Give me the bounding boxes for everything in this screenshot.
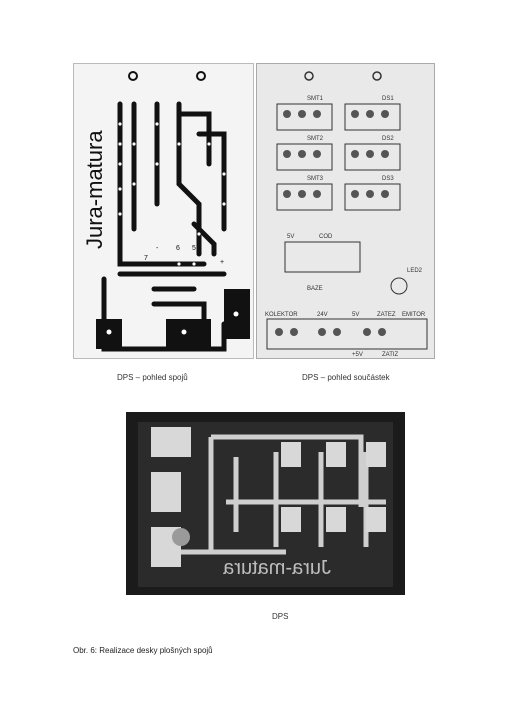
component-view-caption: DPS – pohled součástek <box>302 373 390 382</box>
pin-label: 5 <box>192 245 196 252</box>
component-label: ZATEZ <box>377 312 396 318</box>
component-label: DS3 <box>382 176 394 182</box>
pin-label: 6 <box>176 245 180 252</box>
pin-label: - <box>156 245 159 252</box>
component-label: SMT3 <box>307 176 324 182</box>
component-label: COD <box>319 234 333 240</box>
pcb-trace-view: Jura-matura - 6 <box>73 63 254 359</box>
trace-view-caption: DPS – pohled spojů <box>117 373 188 382</box>
board-text: Jura-matura <box>82 130 107 249</box>
component-label: KOLEKTOR <box>265 312 298 318</box>
component-drawing: SMT1 DS1 SMT2 DS2 SMT3 DS3 5V COD BAZE L… <box>265 71 428 358</box>
board-photo: Jura-matura <box>126 412 405 595</box>
component-label: EMITOR <box>402 312 426 318</box>
component-label: DS1 <box>382 96 394 102</box>
component-label: +5V <box>352 352 363 358</box>
component-label: DS2 <box>382 136 394 142</box>
trace-drawing: Jura-matura - 6 <box>82 71 250 352</box>
pin-label: + <box>220 259 224 266</box>
pcb-component-view: SMT1 DS1 SMT2 DS2 SMT3 DS3 5V COD BAZE L… <box>256 63 435 359</box>
component-label: SMT2 <box>307 136 324 142</box>
photo-caption: DPS <box>272 612 289 621</box>
component-label: 5V <box>287 234 294 240</box>
component-label: 5V <box>352 312 359 318</box>
component-label: ZATIZ <box>382 352 399 358</box>
board-photo-drawing: Jura-matura <box>138 422 393 587</box>
photo-board-text: Jura-matura <box>222 557 331 579</box>
figure-caption: Obr. 6: Realizace desky plošných spojů <box>73 646 213 655</box>
component-label: 24V <box>317 312 328 318</box>
component-label: LED2 <box>407 268 423 274</box>
pin-label: 7 <box>144 255 148 262</box>
component-label: BAZE <box>307 286 323 292</box>
component-label: SMT1 <box>307 96 324 102</box>
